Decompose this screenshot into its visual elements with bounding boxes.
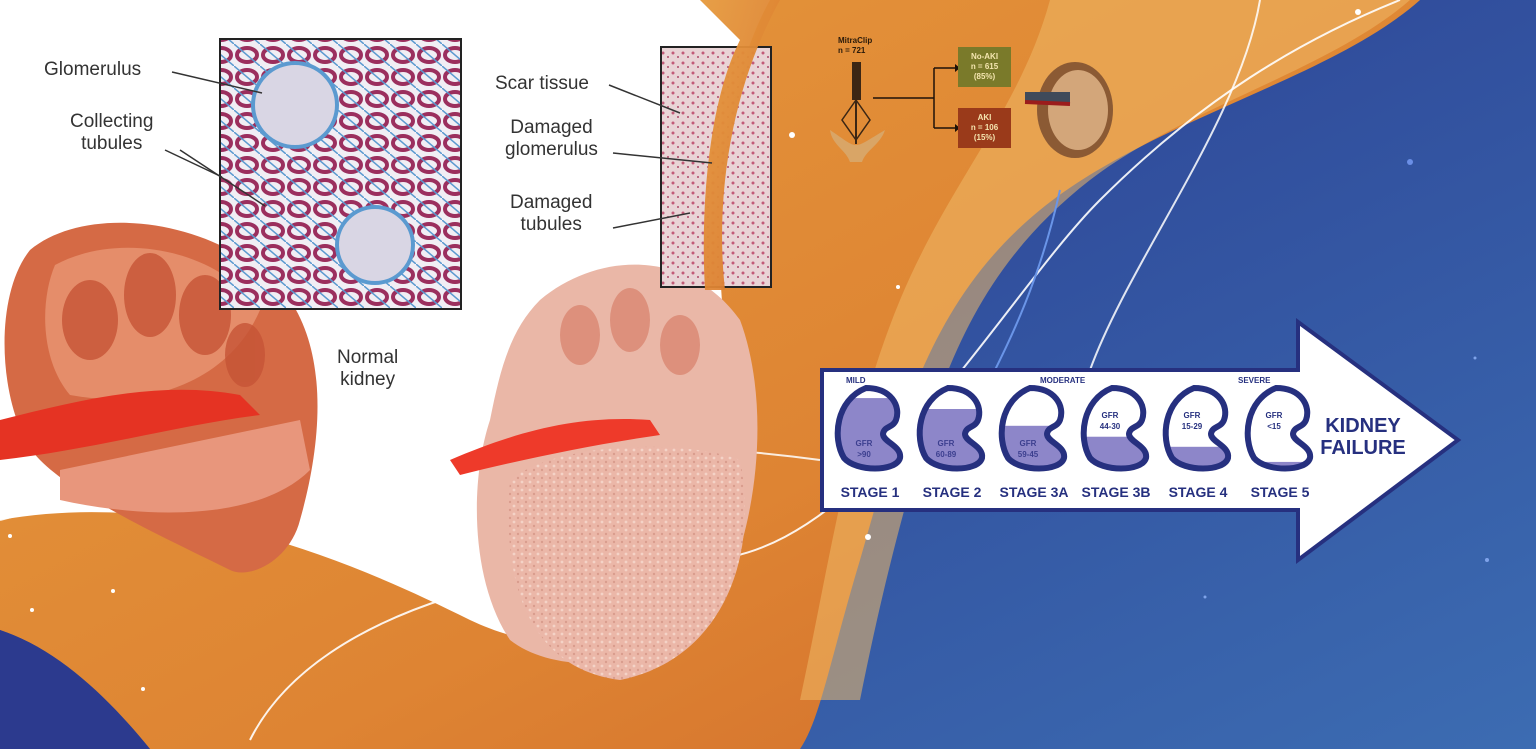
decorative-dots xyxy=(8,9,1489,691)
aki-pct: (15%) xyxy=(973,133,996,142)
gfr-label: GFR 15-29 xyxy=(1172,410,1212,432)
aki-n: n = 106 xyxy=(970,123,999,132)
gfr-text: GFR xyxy=(1265,411,1283,420)
label-line: tubules xyxy=(81,133,143,154)
no-aki-box: No-AKI n = 615 (85%) xyxy=(958,52,1011,82)
gfr-text: GFR xyxy=(1183,411,1201,420)
kidney-icon xyxy=(1080,384,1150,472)
stage-label: STAGE 3B xyxy=(1081,484,1151,500)
gfr-text: GFR xyxy=(1101,411,1119,420)
no-aki-pct: (85%) xyxy=(973,72,996,81)
gfr-text: GFR xyxy=(855,439,873,448)
stage-label: STAGE 5 xyxy=(1250,484,1310,500)
no-aki-label: No-AKI xyxy=(970,52,999,61)
kidney-icon xyxy=(916,384,986,472)
gfr-range: 60-89 xyxy=(935,450,957,459)
gfr-label: GFR >90 xyxy=(844,438,884,460)
gfr-range: 59-45 xyxy=(1017,450,1039,459)
severity-severe: SEVERE xyxy=(1238,376,1271,385)
kidney-icon xyxy=(998,384,1068,472)
label-line: kidney xyxy=(340,369,396,390)
severity-mild: MILD xyxy=(846,376,866,385)
label-line: Damaged xyxy=(510,192,593,213)
outcome-line: KIDNEY xyxy=(1325,415,1401,437)
mitraclip-name: MitraClip xyxy=(838,36,873,45)
label-damaged-tubules: Damaged tubules xyxy=(510,192,592,236)
no-aki-n: n = 615 xyxy=(970,62,999,71)
gfr-text: GFR xyxy=(1019,439,1037,448)
aki-label: AKI xyxy=(977,113,992,122)
stage-label: STAGE 2 xyxy=(922,484,982,500)
gfr-label: GFR 59-45 xyxy=(1008,438,1048,460)
severity-moderate: MODERATE xyxy=(1040,376,1086,385)
mitraclip-n: n = 721 xyxy=(838,46,866,55)
aki-box: AKI n = 106 (15%) xyxy=(958,113,1011,143)
label-normal-kidney: Normal kidney xyxy=(337,347,398,391)
kidney-icon xyxy=(1162,384,1232,472)
stage-label: STAGE 4 xyxy=(1168,484,1228,500)
gfr-range: 44-30 xyxy=(1099,422,1121,431)
ckd-stage-arrow xyxy=(820,318,1462,564)
label-collecting-tubules: Collecting tubules xyxy=(70,111,153,155)
gfr-label: GFR <15 xyxy=(1254,410,1294,432)
kidney-icon xyxy=(834,384,904,472)
label-glomerulus: Glomerulus xyxy=(44,59,142,80)
gfr-text: GFR xyxy=(937,439,955,448)
stage-label: STAGE 3A xyxy=(999,484,1069,500)
label-line: Normal xyxy=(337,347,399,368)
label-line: Damaged xyxy=(510,117,593,138)
damaged-kidney-illustration xyxy=(450,264,758,680)
stage-label: STAGE 1 xyxy=(840,484,900,500)
gfr-range: >90 xyxy=(857,450,871,459)
label-scar-tissue: Scar tissue xyxy=(495,73,589,94)
label-line: tubules xyxy=(520,214,582,235)
gfr-label: GFR 60-89 xyxy=(926,438,966,460)
normal-histology-image xyxy=(219,38,462,310)
mitraclip-title: MitraClip n = 721 xyxy=(838,36,872,56)
label-damaged-glomerulus: Damaged glomerulus xyxy=(505,117,598,161)
label-line: Collecting xyxy=(70,111,154,132)
gfr-range: <15 xyxy=(1267,422,1281,431)
kidney-failure-label: KIDNEY FAILURE xyxy=(1308,415,1418,459)
normal-kidney-illustration xyxy=(0,222,318,573)
label-line: glomerulus xyxy=(505,139,598,160)
kidney-icon xyxy=(1244,384,1314,472)
gfr-range: 15-29 xyxy=(1181,422,1203,431)
mitraclip-diagram xyxy=(830,47,1113,162)
gfr-label: GFR 44-30 xyxy=(1090,410,1130,432)
outcome-line: FAILURE xyxy=(1320,437,1406,459)
